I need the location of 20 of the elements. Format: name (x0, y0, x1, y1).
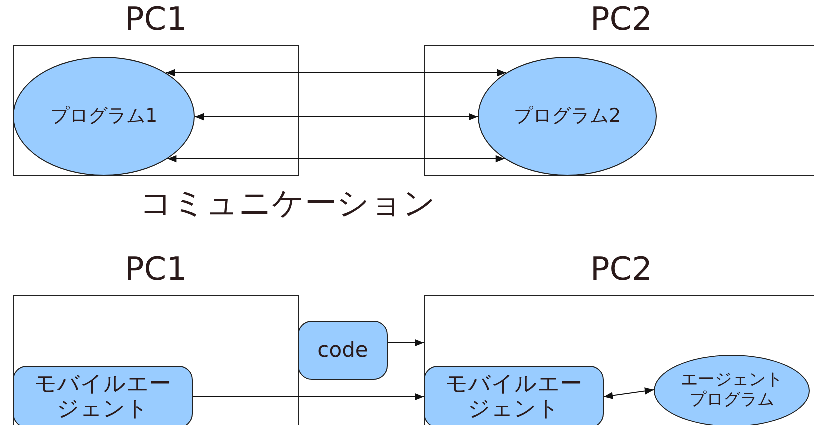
node-label: プログラム2 (514, 106, 622, 128)
computer-title: PC1 (124, 0, 188, 38)
node-label: プログラム1 (50, 106, 158, 128)
node-label: code (318, 338, 368, 363)
arrow (167, 155, 506, 163)
node-label: エージェントプログラム (680, 371, 784, 411)
arrow (388, 339, 424, 347)
arrow (192, 393, 424, 401)
agent-box (13, 366, 193, 425)
computer-title: PC2 (590, 0, 654, 38)
agent-box (424, 366, 604, 425)
computer-title: PC1 (124, 250, 188, 288)
computer-title: PC2 (590, 250, 654, 288)
arrow (166, 69, 507, 77)
arrow (194, 113, 478, 121)
caption-text: コミュニケーション (140, 183, 436, 224)
arrow (604, 388, 655, 400)
node-label: モバイルエージェント (34, 372, 172, 422)
code-box (298, 321, 388, 380)
node-label: モバイルエージェント (444, 372, 584, 422)
